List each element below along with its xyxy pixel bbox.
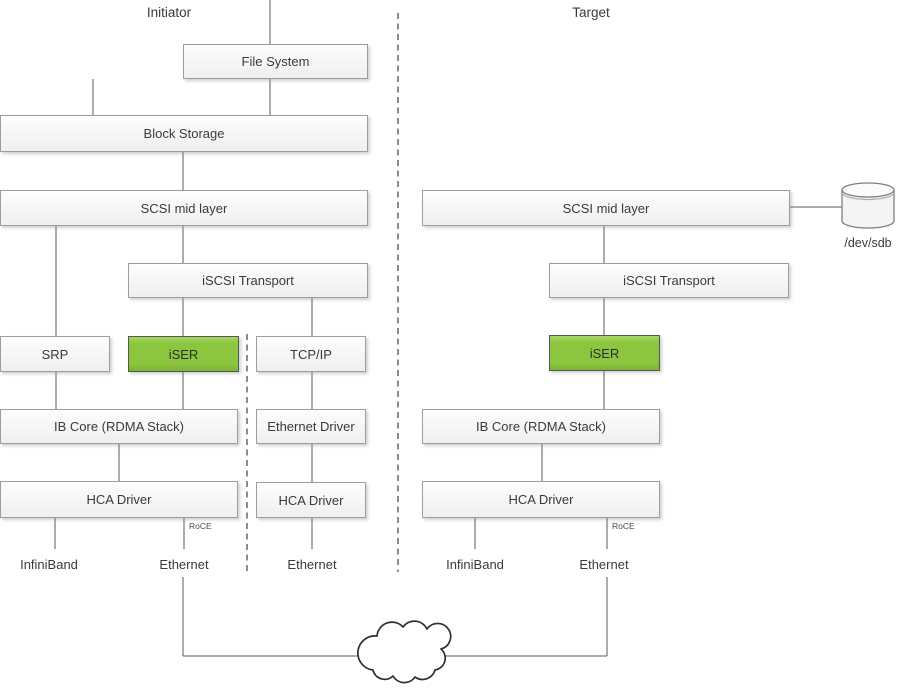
roce-label-initiator: RoCE xyxy=(189,521,212,531)
ethernet-label-target: Ethernet xyxy=(579,557,629,572)
box-iser-initiator: iSER xyxy=(128,336,239,372)
disk-cylinder-icon xyxy=(841,182,895,229)
solid-connectors xyxy=(54,0,842,657)
box-ib-core-target: IB Core (RDMA Stack) xyxy=(422,409,660,444)
box-hca-driver-initiator: HCA Driver xyxy=(0,481,238,518)
box-tcpip: TCP/IP xyxy=(256,336,366,372)
box-file-system: File System xyxy=(183,44,368,79)
ethernet-label-initiator: Ethernet xyxy=(159,557,209,572)
box-hca-driver-target: HCA Driver xyxy=(422,481,660,518)
box-ib-core-initiator: IB Core (RDMA Stack) xyxy=(0,409,238,444)
box-iser-target: iSER xyxy=(549,335,660,371)
target-section-title: Target xyxy=(572,5,610,20)
cloud-icon xyxy=(357,620,452,684)
infiniband-label-target: InfiniBand xyxy=(446,557,504,572)
box-iscsi-transport-initiator: iSCSI Transport xyxy=(128,263,368,298)
initiator-section-title: Initiator xyxy=(146,5,192,20)
ethernet-label-middle: Ethernet xyxy=(287,557,337,572)
box-block-storage: Block Storage xyxy=(0,115,368,152)
box-hca-driver-middle: HCA Driver xyxy=(256,482,366,518)
device-path-label: /dev/sdb xyxy=(844,236,892,250)
box-iscsi-transport-target: iSCSI Transport xyxy=(549,263,789,298)
infiniband-label-initiator: InfiniBand xyxy=(20,557,78,572)
box-scsi-mid-layer-initiator: SCSI mid layer xyxy=(0,190,368,226)
box-srp: SRP xyxy=(0,336,110,372)
roce-label-target: RoCE xyxy=(612,521,635,531)
box-scsi-mid-layer-target: SCSI mid layer xyxy=(422,190,790,226)
dashed-separators xyxy=(246,13,399,572)
box-ethernet-driver: Ethernet Driver xyxy=(256,409,366,444)
